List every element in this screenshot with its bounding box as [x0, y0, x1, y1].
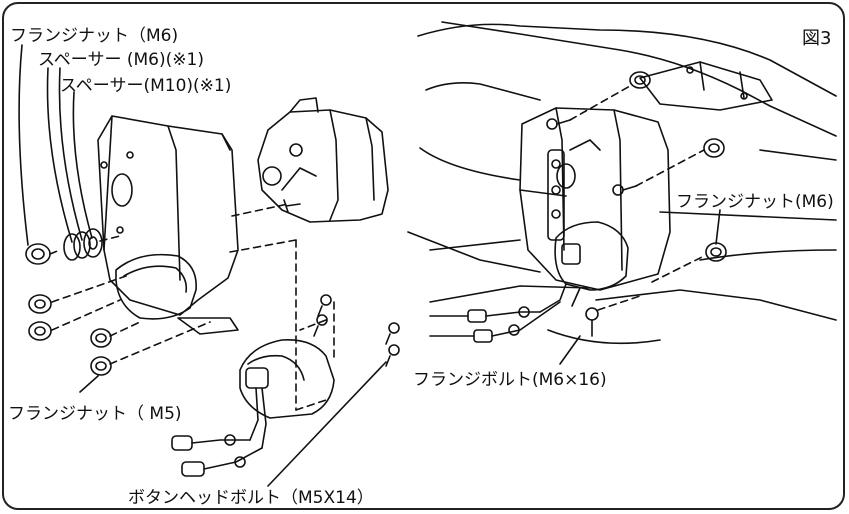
flange-nut-right-mid	[703, 138, 725, 158]
leader-spacer-m10	[72, 91, 93, 239]
button-head-bolt-2	[313, 314, 328, 337]
label-flange-bolt: フランジボルト(M6×16)	[413, 370, 607, 390]
flange-nut-m5-3	[90, 328, 112, 348]
label-flange-nut-m6: フランジナット（M6)	[10, 26, 179, 46]
flange-bolt-right-1	[546, 118, 571, 130]
flange-nut-m5-2	[28, 321, 52, 341]
vehicle-body-outline	[407, 21, 837, 345]
flange-bolt-right-2	[612, 184, 637, 196]
leader-button-head-bolt	[267, 361, 387, 487]
flange-nut-right-top	[629, 71, 651, 89]
flange-nut-m5-4	[90, 356, 112, 376]
label-spacer-m10: スペーサー(M10)(※1)	[60, 76, 232, 96]
ring-bracket	[115, 253, 197, 320]
leader-flange-nut-m5	[79, 375, 99, 393]
leader-spacer-m6-1	[46, 67, 73, 243]
button-head-bolt-4	[385, 344, 400, 367]
label-flange-nut-m6-right: フランジナット(M6)	[676, 192, 834, 212]
label-spacer-m6: スペーサー (M6)(※1)	[38, 50, 204, 70]
leader-flange-nut-m6	[18, 44, 29, 246]
headlamp-unit-right	[519, 107, 671, 291]
connector-2	[181, 447, 263, 477]
label-flange-nut-m5: フランジナット（ M5)	[8, 404, 182, 424]
connector-1	[171, 435, 251, 451]
label-button-head-bolt: ボタンヘッドボルト（M5X14）	[128, 488, 374, 508]
actuator-assembly	[171, 339, 335, 477]
leader-spacer-m6-2	[58, 67, 83, 241]
flange-nut-m5-1	[28, 294, 52, 314]
spacer-3	[83, 228, 103, 258]
flange-nut-m6-left	[25, 243, 51, 265]
bracket-plate	[97, 115, 239, 316]
spacer-1	[63, 233, 81, 261]
actuator-right	[429, 221, 629, 343]
button-head-bolt-3	[385, 322, 400, 345]
leader-flange-nut-m6-right	[715, 209, 721, 245]
leader-flange-bolt	[559, 335, 581, 365]
flange-bolt-right-3	[585, 307, 599, 337]
figure-label: 図3	[802, 28, 832, 49]
button-head-bolt-1	[317, 294, 332, 317]
